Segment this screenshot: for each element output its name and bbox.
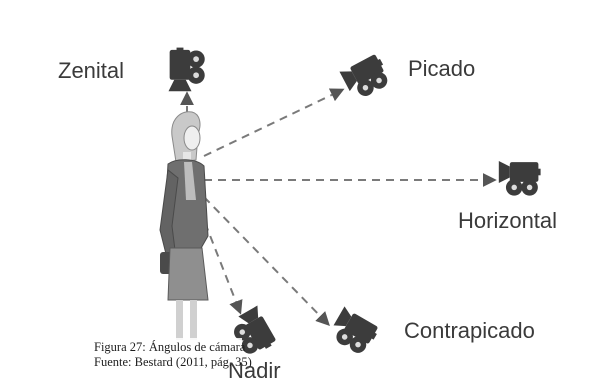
label-zenital: Zenital <box>58 60 124 82</box>
label-contrapicado: Contrapicado <box>404 320 535 342</box>
zenital-camera-icon <box>169 48 205 92</box>
horizontal-camera-icon <box>499 161 541 196</box>
line-contrapicado <box>204 197 328 324</box>
shot-lines <box>187 90 494 324</box>
figure-source: Fuente: Bestard (2011, pág. 35) <box>94 356 252 369</box>
line-picado <box>204 90 342 156</box>
figure-caption: Figura 27: Ángulos de cámara <box>94 341 245 354</box>
picado-camera-icon <box>339 52 392 102</box>
contrapicado-camera-icon <box>327 306 381 357</box>
person-figure-icon <box>160 112 208 340</box>
label-horizontal: Horizontal <box>458 210 557 232</box>
label-picado: Picado <box>408 58 475 80</box>
